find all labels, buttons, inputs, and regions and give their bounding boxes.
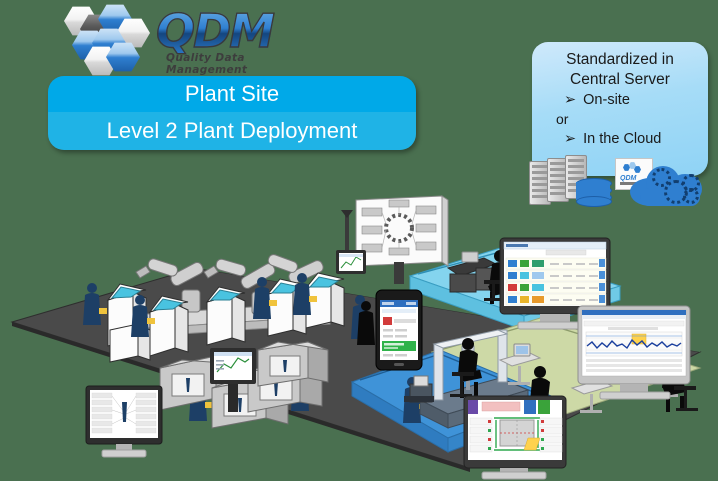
worker — [131, 295, 155, 337]
gear-icon-1 — [652, 168, 671, 187]
desk-workstation — [498, 343, 542, 385]
callout-bullet-cloud: ➢ In the Cloud — [538, 129, 702, 149]
logo-hexagon-cluster — [58, 2, 150, 76]
inspection-kiosks — [106, 272, 345, 363]
pole-monitor[interactable] — [336, 250, 366, 274]
qdm-tile-label: QDM — [620, 175, 637, 182]
shop-floor-monitor[interactable] — [210, 348, 256, 412]
smartphone[interactable] — [375, 289, 423, 371]
arrow-bullet-icon-2: ➢ — [564, 131, 577, 147]
qdm-wordmark-text: QDM — [155, 3, 275, 58]
callout-bullet-onsite: ➢ On-site — [538, 90, 702, 110]
banner-subtitle: Level 2 Plant Deployment — [106, 118, 358, 143]
chair — [452, 372, 474, 376]
arrow-bullet-icon: ➢ — [564, 92, 577, 108]
spc-chart-monitor[interactable] — [577, 305, 691, 400]
database-icon — [576, 178, 612, 208]
worker-dark — [357, 301, 375, 345]
callout-title-line1: Standardized in — [566, 51, 674, 68]
worker — [253, 277, 277, 319]
robot-arm-1 — [135, 258, 204, 313]
banner-bottom-row: Level 2 Plant Deployment — [48, 112, 416, 150]
banner-title: Plant Site — [184, 81, 280, 106]
report-monitor[interactable] — [85, 385, 163, 458]
dashboard-monitor[interactable] — [499, 237, 611, 330]
qdm-logo: QDM Quality Data Management — [58, 2, 298, 76]
qdm-wordmark: QDM — [155, 3, 304, 58]
worker — [83, 283, 107, 325]
callout-title-line2: Central Server — [570, 71, 670, 88]
banner-top-row: Plant Site — [48, 76, 416, 112]
qdm-tagline: Quality Data Management — [166, 52, 248, 76]
gear-icon-4 — [683, 188, 699, 204]
cnc-machine[interactable] — [257, 341, 329, 387]
server-racks — [529, 155, 599, 205]
inspection-kiosk[interactable] — [304, 272, 345, 329]
whiteboard-display[interactable] — [341, 195, 449, 284]
plant-site-banner: Plant Site Level 2 Plant Deployment — [48, 76, 416, 150]
callout-connector: or — [556, 111, 569, 127]
inspection-kiosk[interactable] — [148, 295, 189, 357]
callout-bullet-onsite-label: On-site — [583, 92, 630, 108]
callout-bullet-cloud-label: In the Cloud — [583, 131, 662, 147]
cloud-icon — [630, 162, 708, 208]
worker — [293, 273, 317, 315]
central-server-callout: Standardized in Central Server ➢On-site … — [532, 42, 708, 176]
inspection-kiosk[interactable] — [205, 286, 246, 346]
drawing-monitor[interactable] — [463, 395, 567, 480]
server-rack-1 — [529, 161, 551, 205]
